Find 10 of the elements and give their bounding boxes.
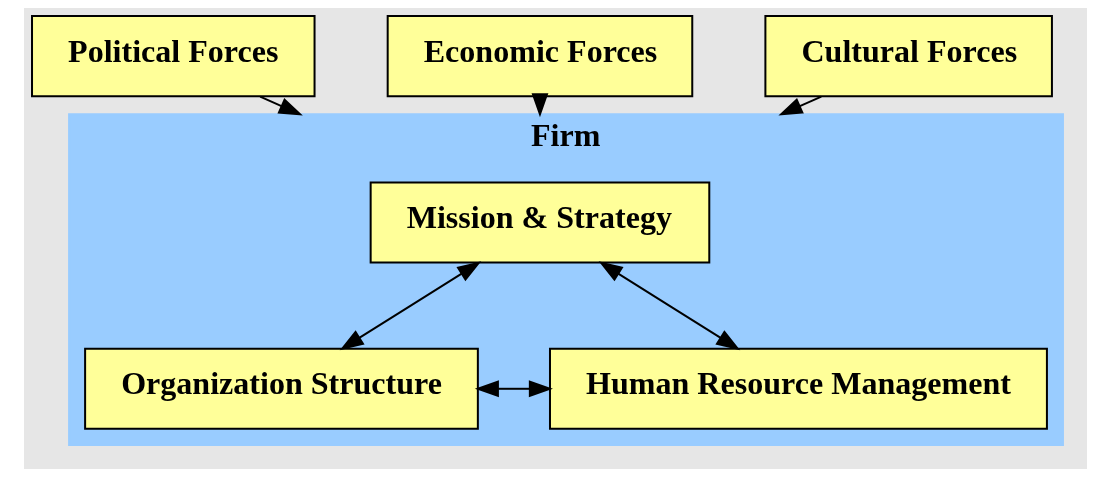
arrow [474,380,553,398]
arrow [598,261,741,351]
arrow [259,95,303,116]
arrow [339,261,482,351]
node-box: Organization Structure [84,347,479,430]
node-box: Mission & Strategy [369,181,711,264]
arrow [778,95,823,116]
node-box: Cultural Forces [764,15,1053,98]
node-box: Human Resource Management [549,347,1048,430]
node-box: Political Forces [31,15,316,98]
